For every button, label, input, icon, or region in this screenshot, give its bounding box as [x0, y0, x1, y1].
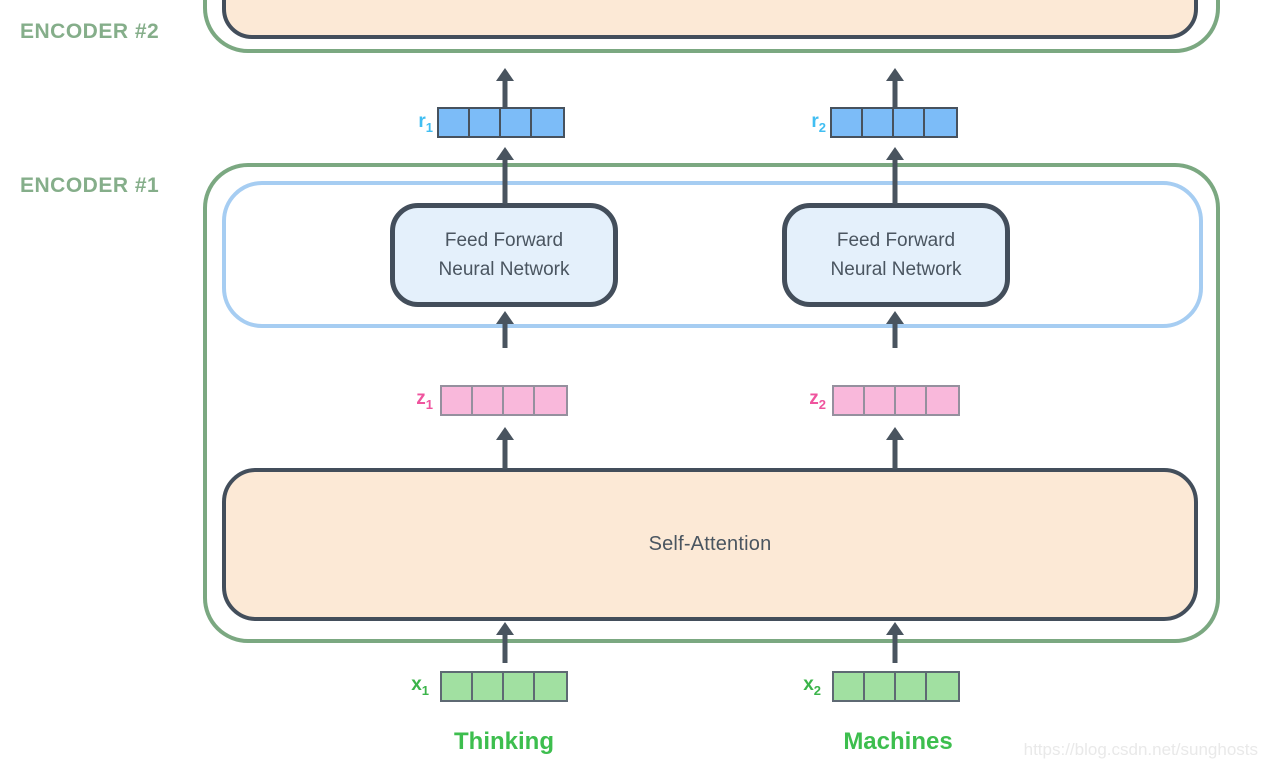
arrow-up-icon — [886, 311, 904, 348]
self-attention-box: Self-Attention — [222, 468, 1198, 621]
watermark-url: https://blog.csdn.net/sunghosts — [1023, 740, 1258, 759]
vector-r1 — [437, 107, 565, 138]
vector-label-r2: r2 — [811, 111, 826, 135]
vector-r2 — [830, 107, 958, 138]
arrow-up-icon — [886, 147, 904, 204]
vector-label-z2: z2 — [809, 388, 826, 412]
ffnn-container — [222, 181, 1203, 328]
arrow-up-icon — [496, 311, 514, 348]
vector-x2 — [832, 671, 960, 702]
arrow-up-icon — [496, 147, 514, 204]
token-word-thinking: Thinking — [454, 728, 554, 755]
vector-z2 — [832, 385, 960, 416]
vector-label-x1: x1 — [411, 674, 429, 698]
vector-label-x2: x2 — [803, 674, 821, 698]
self-attention-label: Self-Attention — [648, 533, 772, 555]
vector-z1 — [440, 385, 568, 416]
ffnn-box-1: Feed Forward Neural Network — [390, 203, 618, 307]
encoder1-frame — [203, 163, 1220, 643]
ffnn2-line1: Feed Forward — [836, 229, 956, 251]
token-word-machines: Machines — [843, 728, 953, 755]
ffnn2-line2: Neural Network — [830, 259, 962, 280]
arrow-up-icon — [886, 427, 904, 469]
vector-label-r1: r1 — [418, 111, 433, 135]
encoder1-label: ENCODER #1 — [20, 174, 160, 197]
arrow-up-icon — [496, 427, 514, 469]
arrow-up-icon — [496, 622, 514, 663]
ffnn-box-2: Feed Forward Neural Network — [782, 203, 1010, 307]
arrow-up-icon — [886, 68, 904, 107]
ffnn1-line1: Feed Forward — [444, 229, 564, 251]
vector-x1 — [440, 671, 568, 702]
vector-label-z1: z1 — [416, 388, 433, 412]
ffnn1-line2: Neural Network — [438, 259, 570, 280]
arrow-up-icon — [496, 68, 514, 107]
arrow-up-icon — [886, 622, 904, 663]
encoder2-label: ENCODER #2 — [20, 20, 160, 43]
encoder2-self-attention-box — [222, 0, 1198, 39]
